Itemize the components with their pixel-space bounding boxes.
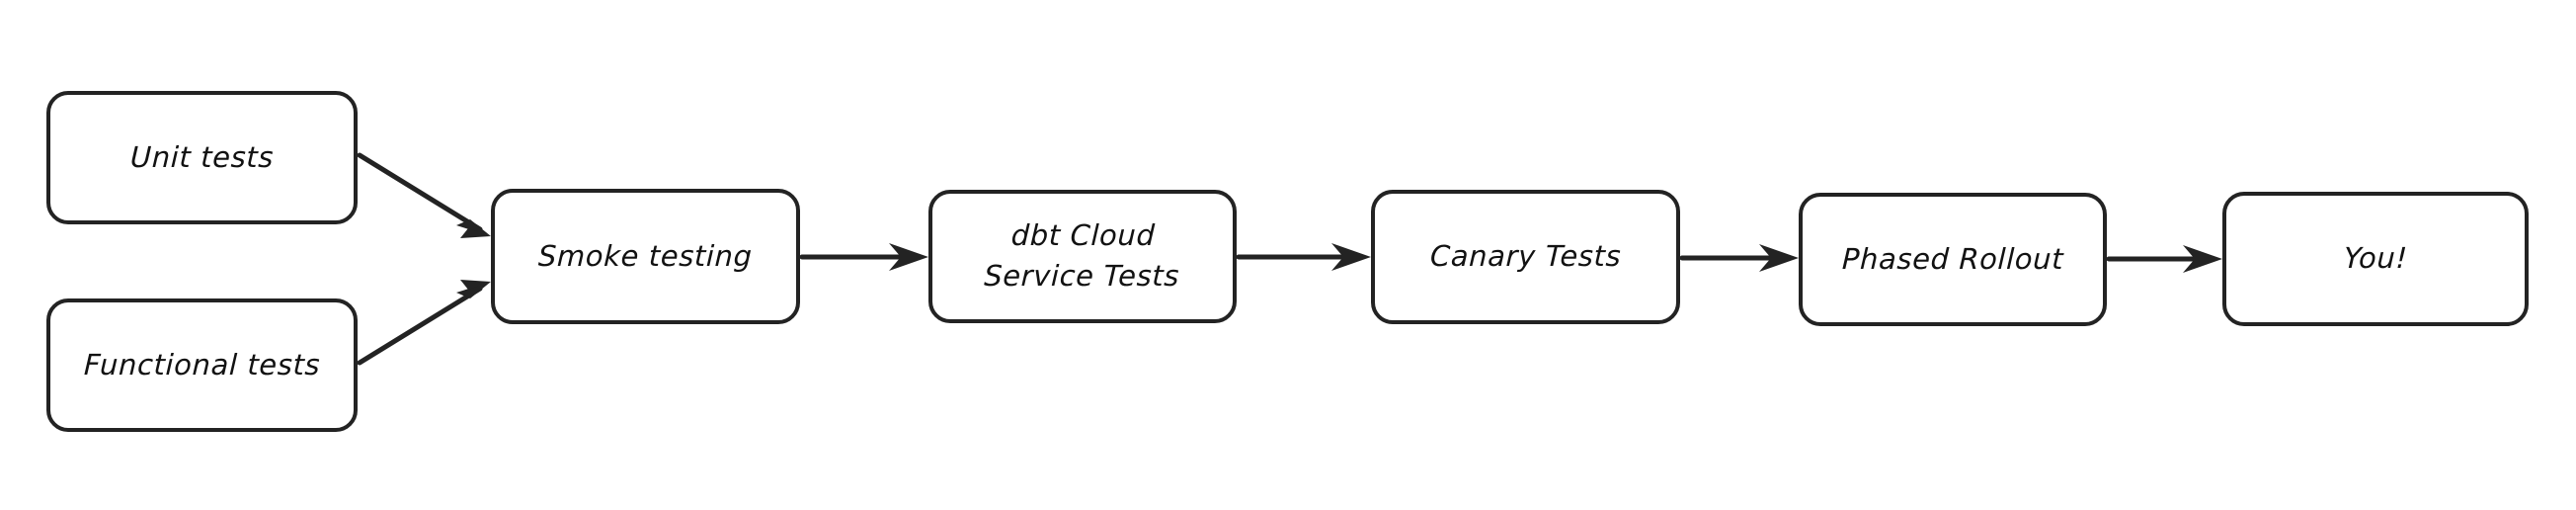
edge-canary-to-phased	[1679, 244, 1799, 272]
edge-unit-to-smoke	[357, 152, 491, 238]
node-phased-rollout[interactable]: Phased Rollout	[1799, 193, 2107, 326]
edge-functional-to-smoke	[357, 280, 491, 366]
node-you[interactable]: You!	[2222, 192, 2529, 326]
node-phased-rollout-label: Phased Rollout	[1841, 241, 2064, 276]
edge-dbt-to-canary	[1236, 243, 1371, 271]
edge-phased-to-you	[2106, 245, 2222, 273]
edge-smoke-to-dbt	[799, 243, 928, 271]
node-canary-tests[interactable]: Canary Tests	[1371, 190, 1680, 324]
node-you-label: You!	[2343, 241, 2408, 276]
node-unit-tests-label: Unit tests	[129, 139, 275, 174]
node-smoke-testing-label: Smoke testing	[537, 238, 754, 273]
node-functional-tests-label: Functional tests	[83, 347, 321, 382]
node-canary-tests-label: Canary Tests	[1429, 239, 1622, 274]
node-smoke-testing[interactable]: Smoke testing	[491, 189, 800, 324]
node-unit-tests[interactable]: Unit tests	[46, 91, 358, 224]
node-dbt-cloud-service-tests-label: dbt Cloud Service Tests	[983, 218, 1180, 294]
node-dbt-cloud-service-tests[interactable]: dbt Cloud Service Tests	[928, 190, 1237, 323]
node-functional-tests[interactable]: Functional tests	[46, 298, 358, 432]
